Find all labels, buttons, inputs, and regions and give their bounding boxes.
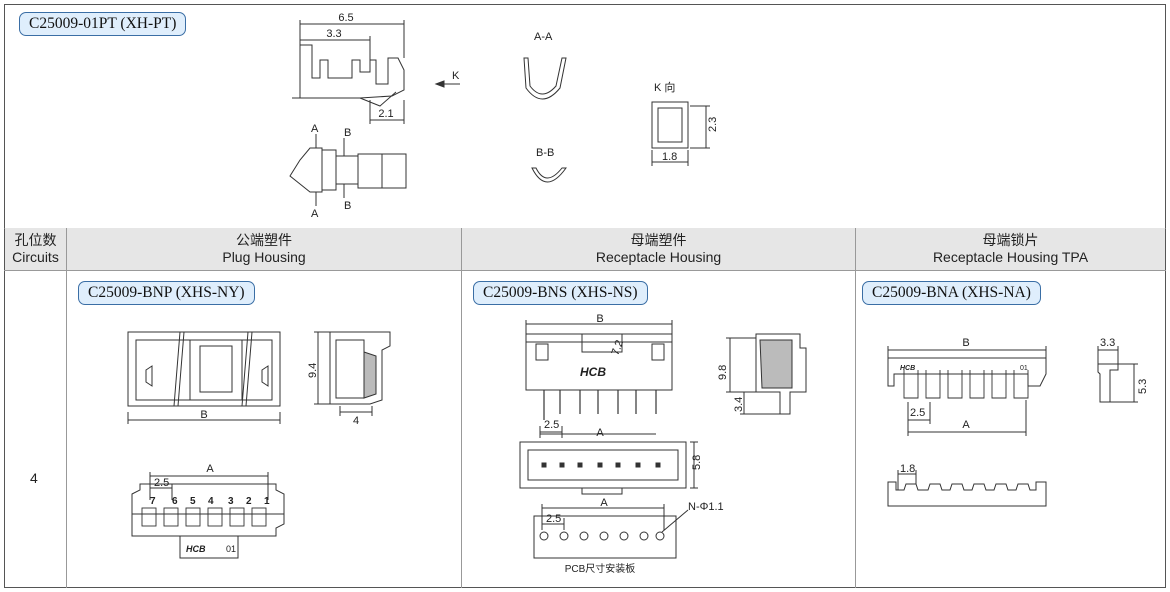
dim-label: B [962, 337, 969, 349]
dim-label: 2.3 [707, 117, 719, 132]
header-cn: 公端塑件 [236, 232, 292, 248]
cut-label: B [344, 200, 351, 212]
dim-label: A [596, 427, 604, 439]
header-circuits: 孔位数 Circuits [5, 228, 66, 270]
dim-label: 1.8 [900, 463, 915, 475]
logo-text: HCB [580, 365, 606, 379]
k-view [651, 101, 710, 166]
header-en: Receptacle Housing [595, 249, 722, 265]
logo-text: HCB [900, 365, 915, 372]
plug-part-label: C25009-BNP (XHS-NY) [78, 281, 255, 305]
header-en: Circuits [12, 249, 59, 265]
dim-label: N-Φ1.1 [688, 501, 724, 513]
pin-number: 1 [264, 496, 270, 507]
tpa-side-view [1097, 346, 1138, 403]
tpa-top-view [887, 470, 1047, 507]
dim-label: K [452, 70, 460, 82]
view-label: K 向 [654, 80, 675, 94]
logo-text: HCB [186, 544, 206, 554]
dim-label: 3.3 [326, 28, 341, 40]
header-en: Receptacle Housing TPA [932, 249, 1089, 265]
dim-label: A [600, 497, 608, 509]
table-border [4, 4, 1166, 588]
pin-number: 4 [208, 496, 214, 507]
header-cn: 母端塑件 [630, 232, 687, 248]
divider [4, 270, 1166, 271]
dim-label: 3.4 [733, 397, 745, 412]
receptacle-front-view [525, 320, 673, 438]
tpa-front-view [887, 346, 1047, 436]
plug-side-view [314, 331, 391, 416]
cut-label: A [311, 123, 319, 135]
receptacle-side-view [726, 333, 807, 415]
dim-label: 2.5 [154, 477, 169, 489]
pin-number: 2 [246, 496, 252, 507]
section-bb [531, 167, 567, 183]
receptacle-top-view [519, 441, 698, 495]
dim-label: 9.8 [717, 365, 729, 380]
dim-label: 2.5 [546, 513, 561, 525]
terminal-side-view [292, 20, 460, 124]
plug-front-view [127, 331, 281, 424]
receptacle-part-label: C25009-BNS (XHS-NS) [473, 281, 648, 305]
header-cn: 母端锁片 [982, 232, 1039, 248]
section-label: B-B [536, 147, 554, 159]
divider [461, 228, 462, 588]
cut-label: A [311, 208, 319, 220]
terminal-top-view [289, 134, 407, 206]
header-en: Plug Housing [222, 249, 306, 265]
dim-label: 9.4 [307, 363, 319, 378]
cut-label: B [344, 127, 351, 139]
header-cn: 孔位数 [14, 232, 57, 248]
pin-number: 3 [228, 496, 234, 507]
dim-label: A [206, 463, 214, 475]
part-number: 01 [226, 544, 236, 554]
pin-number: 6 [172, 496, 178, 507]
dim-label: 2.5 [544, 419, 559, 431]
header-tpa: 母端锁片 Receptacle Housing TPA [856, 228, 1165, 270]
section-label: A-A [534, 31, 553, 43]
part-number: 01 [1020, 365, 1028, 372]
dim-label: 2.5 [910, 407, 925, 419]
divider [66, 228, 67, 588]
tpa-part-label: C25009-BNA (XHS-NA) [862, 281, 1041, 305]
pcb-caption: PCB尺寸安装板 [565, 562, 636, 575]
divider [855, 228, 856, 588]
pcb-layout [533, 504, 689, 559]
dim-label: B [200, 409, 207, 421]
pin-number: 7 [150, 496, 156, 507]
dim-label: 7.2 [610, 339, 627, 357]
dim-label: 5.8 [691, 455, 703, 470]
circuits-value: 4 [30, 470, 38, 486]
terminal-part-label: C25009-01PT (XH-PT) [19, 12, 187, 36]
dim-label: 1.8 [662, 151, 677, 163]
header-receptacle: 母端塑件 Receptacle Housing [462, 228, 855, 270]
dim-label: 6.5 [338, 12, 353, 24]
section-aa [523, 57, 567, 100]
pin-number: 5 [190, 496, 196, 507]
dim-label: 2.1 [378, 108, 393, 120]
dim-label: 3.3 [1100, 337, 1115, 349]
dim-label: B [596, 313, 603, 325]
plug-bottom-view [131, 472, 285, 559]
dim-label: 5.3 [1137, 379, 1149, 394]
dim-label: A [962, 419, 970, 431]
dim-label: 4 [353, 415, 359, 427]
header-plug: 公端塑件 Plug Housing [67, 228, 461, 270]
